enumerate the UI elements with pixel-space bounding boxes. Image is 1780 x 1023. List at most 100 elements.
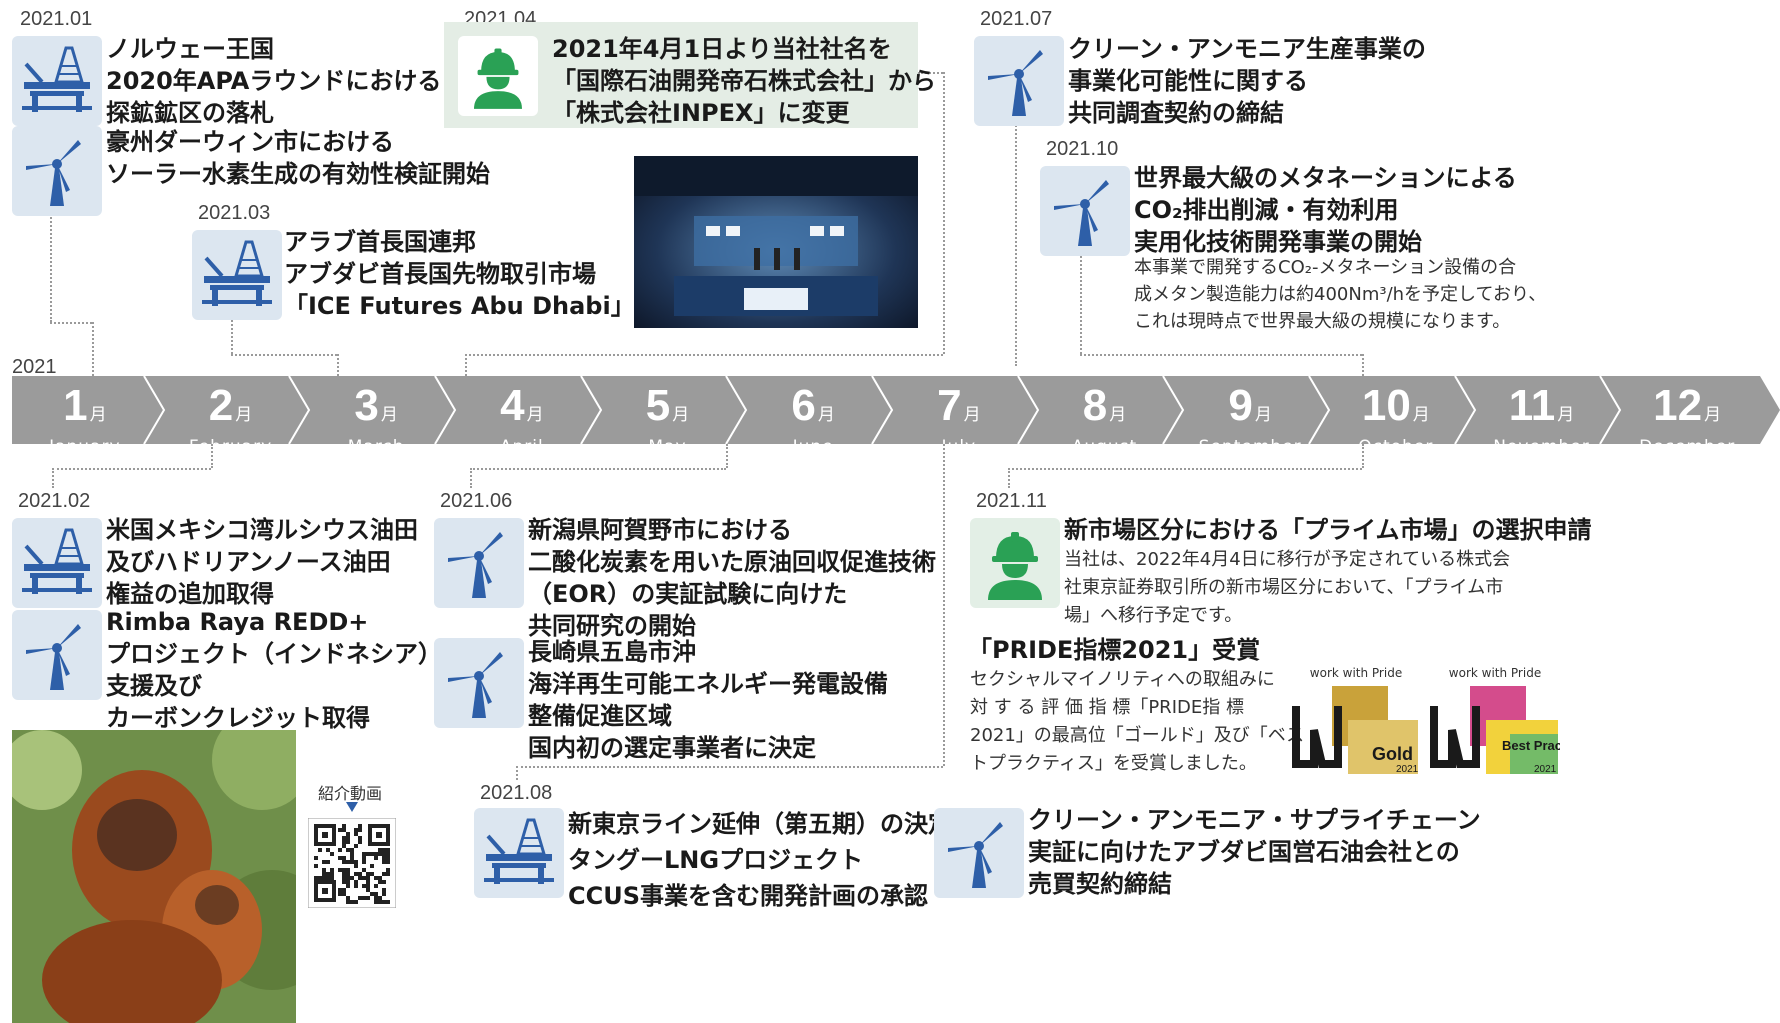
month-number: 8 (1082, 381, 1108, 430)
month-divider (1017, 376, 1040, 444)
month-english: February (188, 437, 273, 457)
event-date: 2021.07 (980, 8, 1053, 30)
connector (943, 72, 945, 354)
month-number: 6 (791, 381, 816, 430)
month-number: 1 (63, 381, 88, 430)
connector (52, 468, 54, 488)
month-english: June (792, 437, 834, 457)
svg-text:Best Practice: Best Practice (1502, 738, 1560, 753)
month-number: 5 (645, 381, 671, 430)
event-title: 新潟県阿賀野市における二酸化炭素を用いた原油回収促進技術（EOR）の実証試験に向… (528, 516, 936, 640)
month-divider (288, 376, 311, 444)
connector (1015, 118, 1017, 366)
month-english: November (1493, 437, 1590, 457)
svg-text:2021: 2021 (1396, 764, 1419, 775)
connector (231, 312, 233, 354)
pride-best-practice-logo: work with Pride Best Practice 2021 (1430, 666, 1584, 780)
month-english: August (1071, 437, 1138, 457)
event-date: 2021.10 (1046, 138, 1119, 160)
event-date: 2021.08 (480, 782, 553, 804)
month-unit: 月 (380, 405, 398, 424)
month-unit: 月 (89, 405, 107, 424)
month-unit: 月 (1109, 405, 1127, 424)
month-number: 10 (1361, 381, 1411, 430)
timeline-bar (12, 376, 1780, 444)
month-english: September (1198, 437, 1302, 457)
connector (1362, 354, 1364, 376)
event-title: 豪州ダーウィン市におけるソーラー水素生成の有効性検証開始 (106, 128, 490, 188)
event-title: 2021年4月1日より当社社名を「国際石油開発帝石株式会社」から「株式会社INP… (552, 35, 936, 127)
month-unit: 月 (1704, 405, 1722, 424)
connector (918, 72, 943, 74)
event-body: 本事業で開発するCO₂-メタネーション設備の合成メタン製造能力は約400Nm³/… (1134, 257, 1547, 332)
event-title: 米国メキシコ湾ルシウス油田及びハドリアンノース油田権益の追加取得 (106, 516, 418, 608)
connector (465, 354, 467, 376)
month-unit: 月 (1254, 405, 1272, 424)
offshore-platform-icon (474, 808, 564, 898)
connector (470, 468, 472, 488)
event-date: 2021.03 (198, 202, 271, 224)
event-body: 当社は、2022年4月4日に移行が予定されている株式会社東京証券取引所の新市場区… (1064, 549, 1511, 626)
connector (1008, 468, 1010, 488)
month-unit: 月 (1412, 405, 1430, 424)
month-number: 7 (937, 381, 962, 430)
month-divider (725, 376, 748, 444)
award-title: 「PRIDE指標2021」受賞 (968, 636, 1261, 664)
event-date: 2021.01 (20, 8, 93, 30)
month-unit: 月 (963, 405, 981, 424)
svg-text:2021: 2021 (1534, 764, 1557, 775)
month-unit: 月 (235, 405, 253, 424)
month-divider (1162, 376, 1185, 444)
qr-code[interactable] (308, 818, 396, 908)
wind-turbine-icon (974, 36, 1064, 126)
wind-turbine-icon (12, 126, 102, 216)
connector (516, 766, 518, 780)
month-divider (580, 376, 603, 444)
month-divider (1308, 376, 1331, 444)
connector (52, 468, 211, 470)
month-number: 3 (354, 381, 379, 430)
svg-text:Gold: Gold (1372, 744, 1413, 764)
connector (50, 214, 52, 322)
wind-turbine-icon (434, 518, 524, 608)
month-divider (143, 376, 166, 444)
connector (231, 354, 337, 356)
month-english: January (49, 437, 121, 457)
pride-gold-logo: work with Pride Gold 2021 (1292, 666, 1420, 780)
offshore-platform-icon (12, 36, 102, 126)
wind-turbine-icon (934, 808, 1024, 898)
event-title: Rimba Raya REDD+プロジェクト（インドネシア）の支援及びカーボンク… (106, 608, 466, 732)
worker-icon (970, 518, 1060, 608)
month-divider (871, 376, 894, 444)
month-english: March (347, 437, 405, 457)
month-english: October (1358, 437, 1434, 457)
wind-turbine-icon (434, 638, 524, 728)
wind-turbine-icon (12, 610, 102, 700)
connector (1008, 468, 1362, 470)
month-divider (1599, 376, 1622, 444)
connector (465, 354, 943, 356)
offshore-platform-icon (192, 230, 282, 320)
connector (211, 444, 213, 468)
year-label: 2021 (12, 356, 57, 378)
connector (1080, 354, 1362, 356)
timeline-bar-bg (12, 376, 1780, 444)
month-divider (1454, 376, 1477, 444)
month-number: 11 (1508, 381, 1556, 430)
event-title: クリーン・アンモニア生産事業の事業化可能性に関する共同調査契約の締結 (1068, 35, 1426, 127)
month-number: 2 (208, 381, 234, 430)
worker-icon (458, 36, 538, 116)
